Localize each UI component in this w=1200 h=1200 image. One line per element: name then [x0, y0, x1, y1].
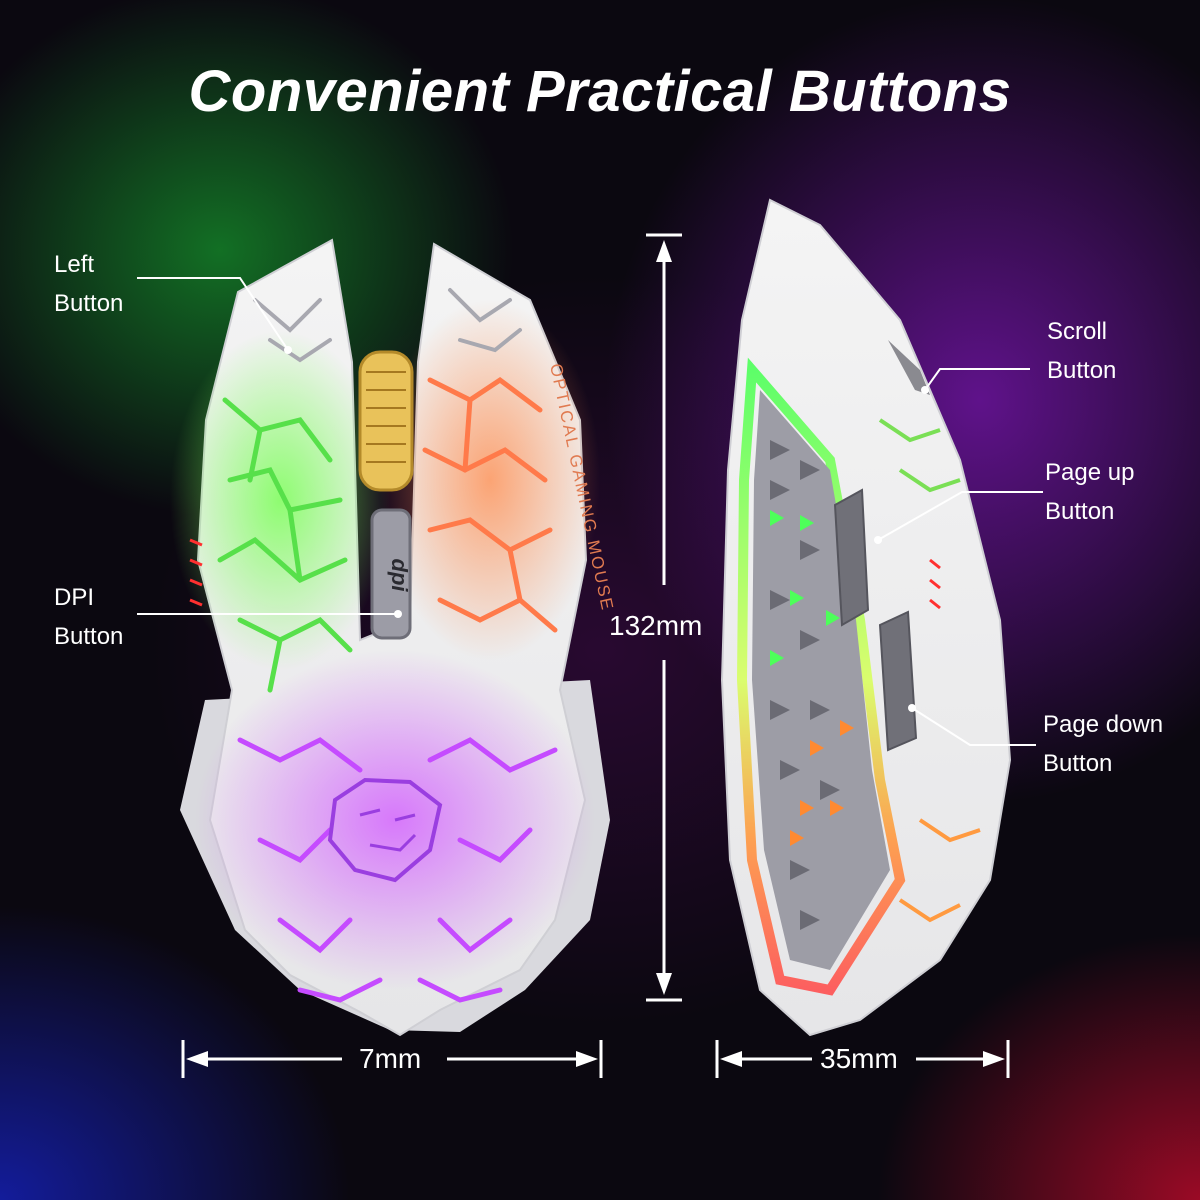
page-down-button-shape: [878, 610, 918, 752]
left-button-label-line2: Button: [54, 290, 124, 317]
page-down-button-label-line1: Page down: [1043, 711, 1164, 738]
left-button-label-line1: Left: [54, 251, 95, 278]
page-down-button-label: Page down Button: [1043, 705, 1163, 783]
height-dimension-label: 132mm: [609, 610, 703, 641]
dpi-button-label: DPI Button: [54, 578, 123, 656]
mouse-side-view: [720, 198, 1012, 1037]
dimension-lines: [181, 233, 1010, 1078]
side-width-dimension-label: 35mm: [820, 1043, 898, 1074]
dpi-button-label-line1: DPI: [54, 584, 95, 611]
scroll-wheel-side: [888, 340, 930, 395]
scroll-button-label-line1: Scroll: [1047, 318, 1108, 345]
scroll-button-label-line2: Button: [1047, 357, 1117, 384]
dpi-button-label-line2: Button: [54, 623, 124, 650]
dpi-button-shape: [370, 508, 412, 640]
mouse-top-view: dpi OPTICAL GAMING MOUSE: [170, 238, 617, 1037]
scroll-wheel-top: [358, 350, 414, 492]
dpi-badge-text: dpi: [387, 559, 412, 593]
left-button-label: Left Button: [54, 245, 123, 323]
callout-lines: [137, 277, 1043, 746]
page-up-button-label-line1: Page up: [1045, 459, 1135, 486]
thumb-panel: [752, 390, 890, 970]
scroll-button-label: Scroll Button: [1047, 312, 1116, 390]
page-up-button-shape: [833, 488, 870, 627]
page-up-button-label-line2: Button: [1045, 498, 1115, 525]
headline: Convenient Practical Buttons: [188, 59, 1012, 124]
top-width-dimension-label: 7mm: [359, 1043, 422, 1074]
tiger-logo: [327, 777, 443, 883]
page-down-button-label-line2: Button: [1043, 750, 1113, 777]
page-up-button-label: Page up Button: [1045, 453, 1134, 531]
